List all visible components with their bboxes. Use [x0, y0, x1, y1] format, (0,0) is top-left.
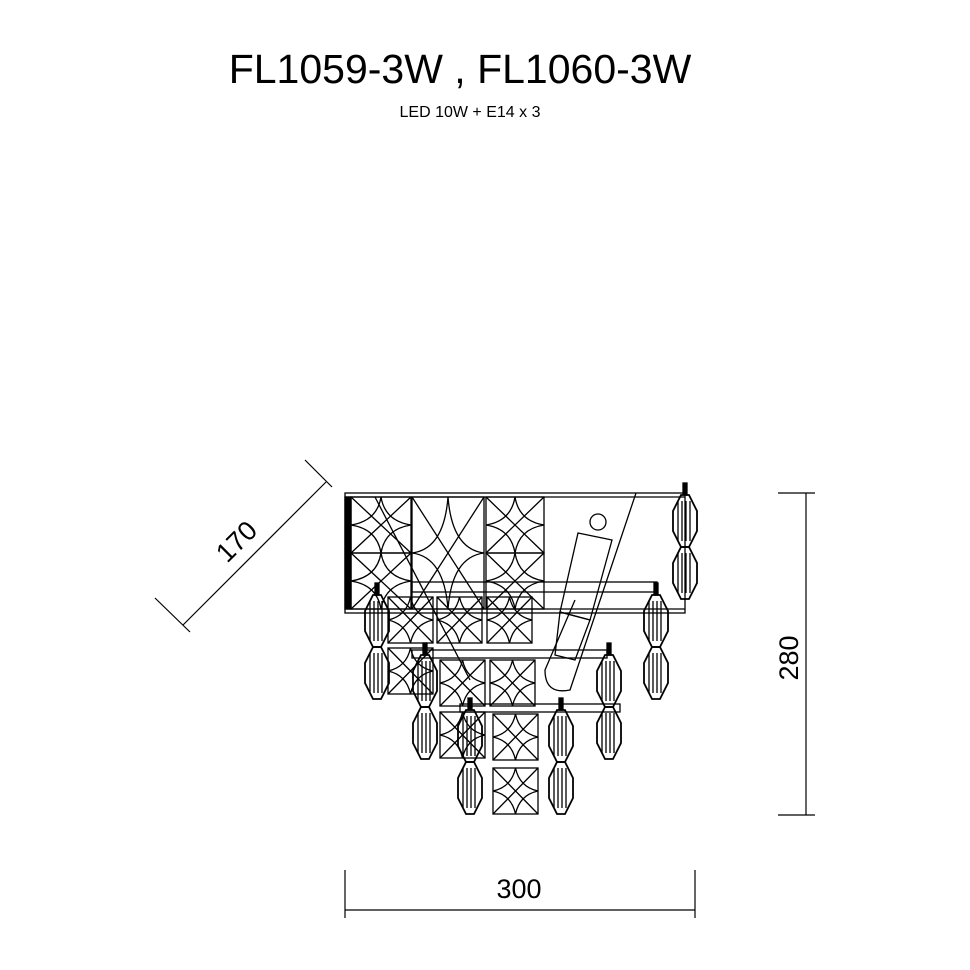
- square-crystal: [387, 596, 434, 644]
- square-crystal: [350, 496, 412, 554]
- square-crystal: [492, 713, 539, 761]
- wall-plate: [344, 496, 352, 610]
- hanging-crystal-drop: [412, 642, 438, 760]
- depth-dimension-line: [182, 481, 327, 626]
- square-crystal: [492, 767, 539, 815]
- square-crystal: [439, 659, 486, 707]
- product-spec: LED 10W + E14 x 3: [399, 104, 541, 121]
- depth-label: 170: [210, 515, 263, 568]
- product-title: FL1059-3W , FL1060-3W: [228, 46, 692, 92]
- hanging-crystal-drop: [672, 482, 698, 600]
- hanging-crystal-drop: [364, 582, 390, 700]
- height-label: 280: [774, 635, 804, 680]
- hanging-crystal-drop: [596, 642, 622, 760]
- hanging-crystal-drop: [643, 582, 669, 700]
- square-crystal: [436, 596, 483, 644]
- square-crystal: [489, 659, 536, 707]
- hanging-crystal-drop: [457, 697, 483, 815]
- hanging-crystal-drop: [548, 697, 574, 815]
- square-crystal: [350, 552, 412, 610]
- width-label: 300: [496, 874, 541, 904]
- lamp-body: [344, 482, 698, 815]
- square-crystal: [485, 496, 545, 554]
- square-crystal: [486, 596, 533, 644]
- square-crystal: [485, 552, 545, 610]
- bulb-icon: [544, 492, 637, 692]
